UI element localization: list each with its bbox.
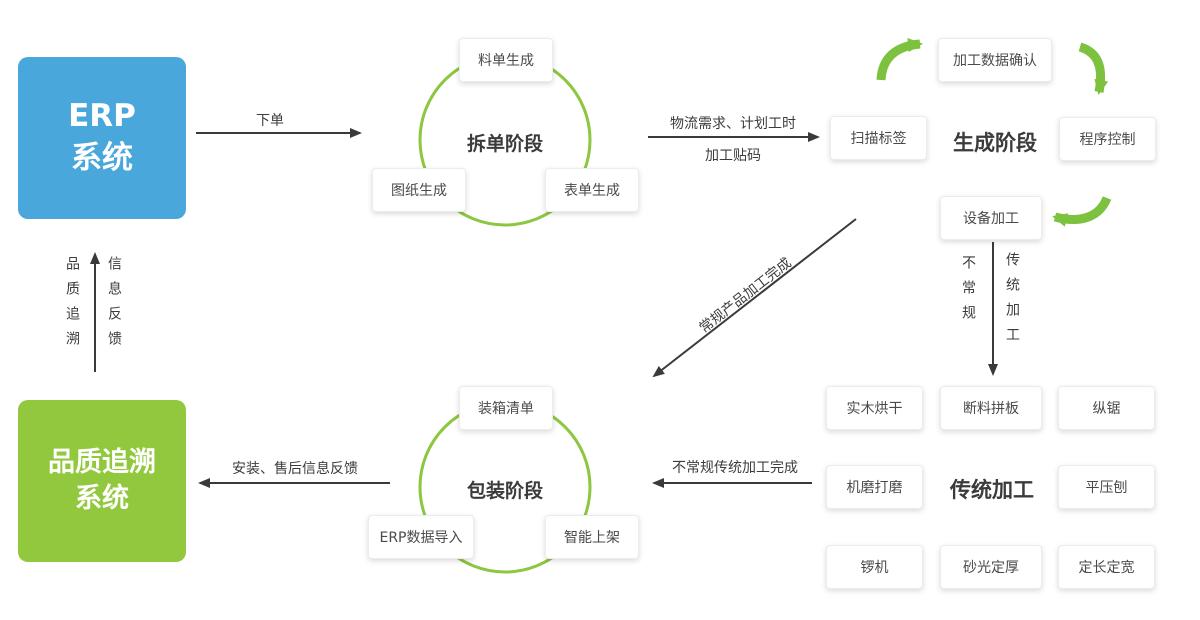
program-control-node: 程序控制 [1059, 117, 1156, 161]
erp-system-box: ERP 系统 [18, 57, 186, 219]
info-feedback-vertical-label: 信息反馈 [106, 256, 122, 356]
quality-trace-system-box: 品质追溯 系统 [18, 400, 186, 562]
cutting-jointing-node: 断料拼板 [940, 386, 1042, 430]
erp-import-node: ERP数据导入 [368, 515, 474, 559]
form-gen-node: 表单生成 [545, 168, 639, 212]
packing-phase-title: 包装阶段 [466, 480, 543, 502]
split-phase-title: 拆单阶段 [466, 133, 543, 155]
cycle-arrow-icon [876, 38, 923, 81]
scan-label-node: 扫描标签 [830, 116, 927, 160]
router-node: 锣机 [826, 545, 923, 589]
sanding-node: 砂光定厚 [940, 545, 1042, 589]
quality-system-line2: 系统 [75, 483, 129, 514]
grinding-node: 机磨打磨 [826, 465, 923, 509]
sizing-node: 定长定宽 [1058, 545, 1155, 589]
cycle-arrow-icon [1052, 196, 1112, 227]
traditional-phase-title: 传统加工 [950, 478, 1034, 502]
quality-trace-vertical-label: 品质追溯 [64, 256, 80, 356]
wood-drying-node: 实木烘干 [826, 386, 923, 430]
logistics-arrow-label-bottom: 加工贴码 [705, 148, 761, 164]
erp-system-line1: ERP [68, 98, 136, 135]
smart-shelving-node: 智能上架 [545, 515, 639, 559]
packing-list-node: 装箱清单 [459, 386, 553, 430]
irregular-done-label: 不常规传统加工完成 [672, 460, 798, 476]
rip-saw-node: 纵锯 [1058, 386, 1155, 430]
generation-phase-title: 生成阶段 [953, 131, 1037, 155]
drawing-gen-node: 图纸生成 [372, 168, 466, 212]
logistics-arrow-label-top: 物流需求、计划工时 [670, 116, 796, 132]
cycle-arrow-icon [1078, 42, 1109, 95]
erp-system-line2: 系统 [71, 140, 133, 176]
planer-node: 平压刨 [1058, 465, 1155, 509]
quality-system-line1: 品质追溯 [48, 446, 156, 478]
irregular-vertical-label: 不常规 [960, 255, 976, 330]
material-list-node: 料单生成 [459, 38, 553, 82]
install-feedback-label: 安装、售后信息反馈 [232, 461, 358, 477]
order-arrow-label: 下单 [256, 113, 284, 129]
traditional-vertical-label: 传统加工 [1004, 252, 1020, 352]
regular-product-arrow [652, 218, 857, 378]
data-confirm-node: 加工数据确认 [938, 38, 1052, 82]
device-process-node: 设备加工 [940, 196, 1042, 240]
